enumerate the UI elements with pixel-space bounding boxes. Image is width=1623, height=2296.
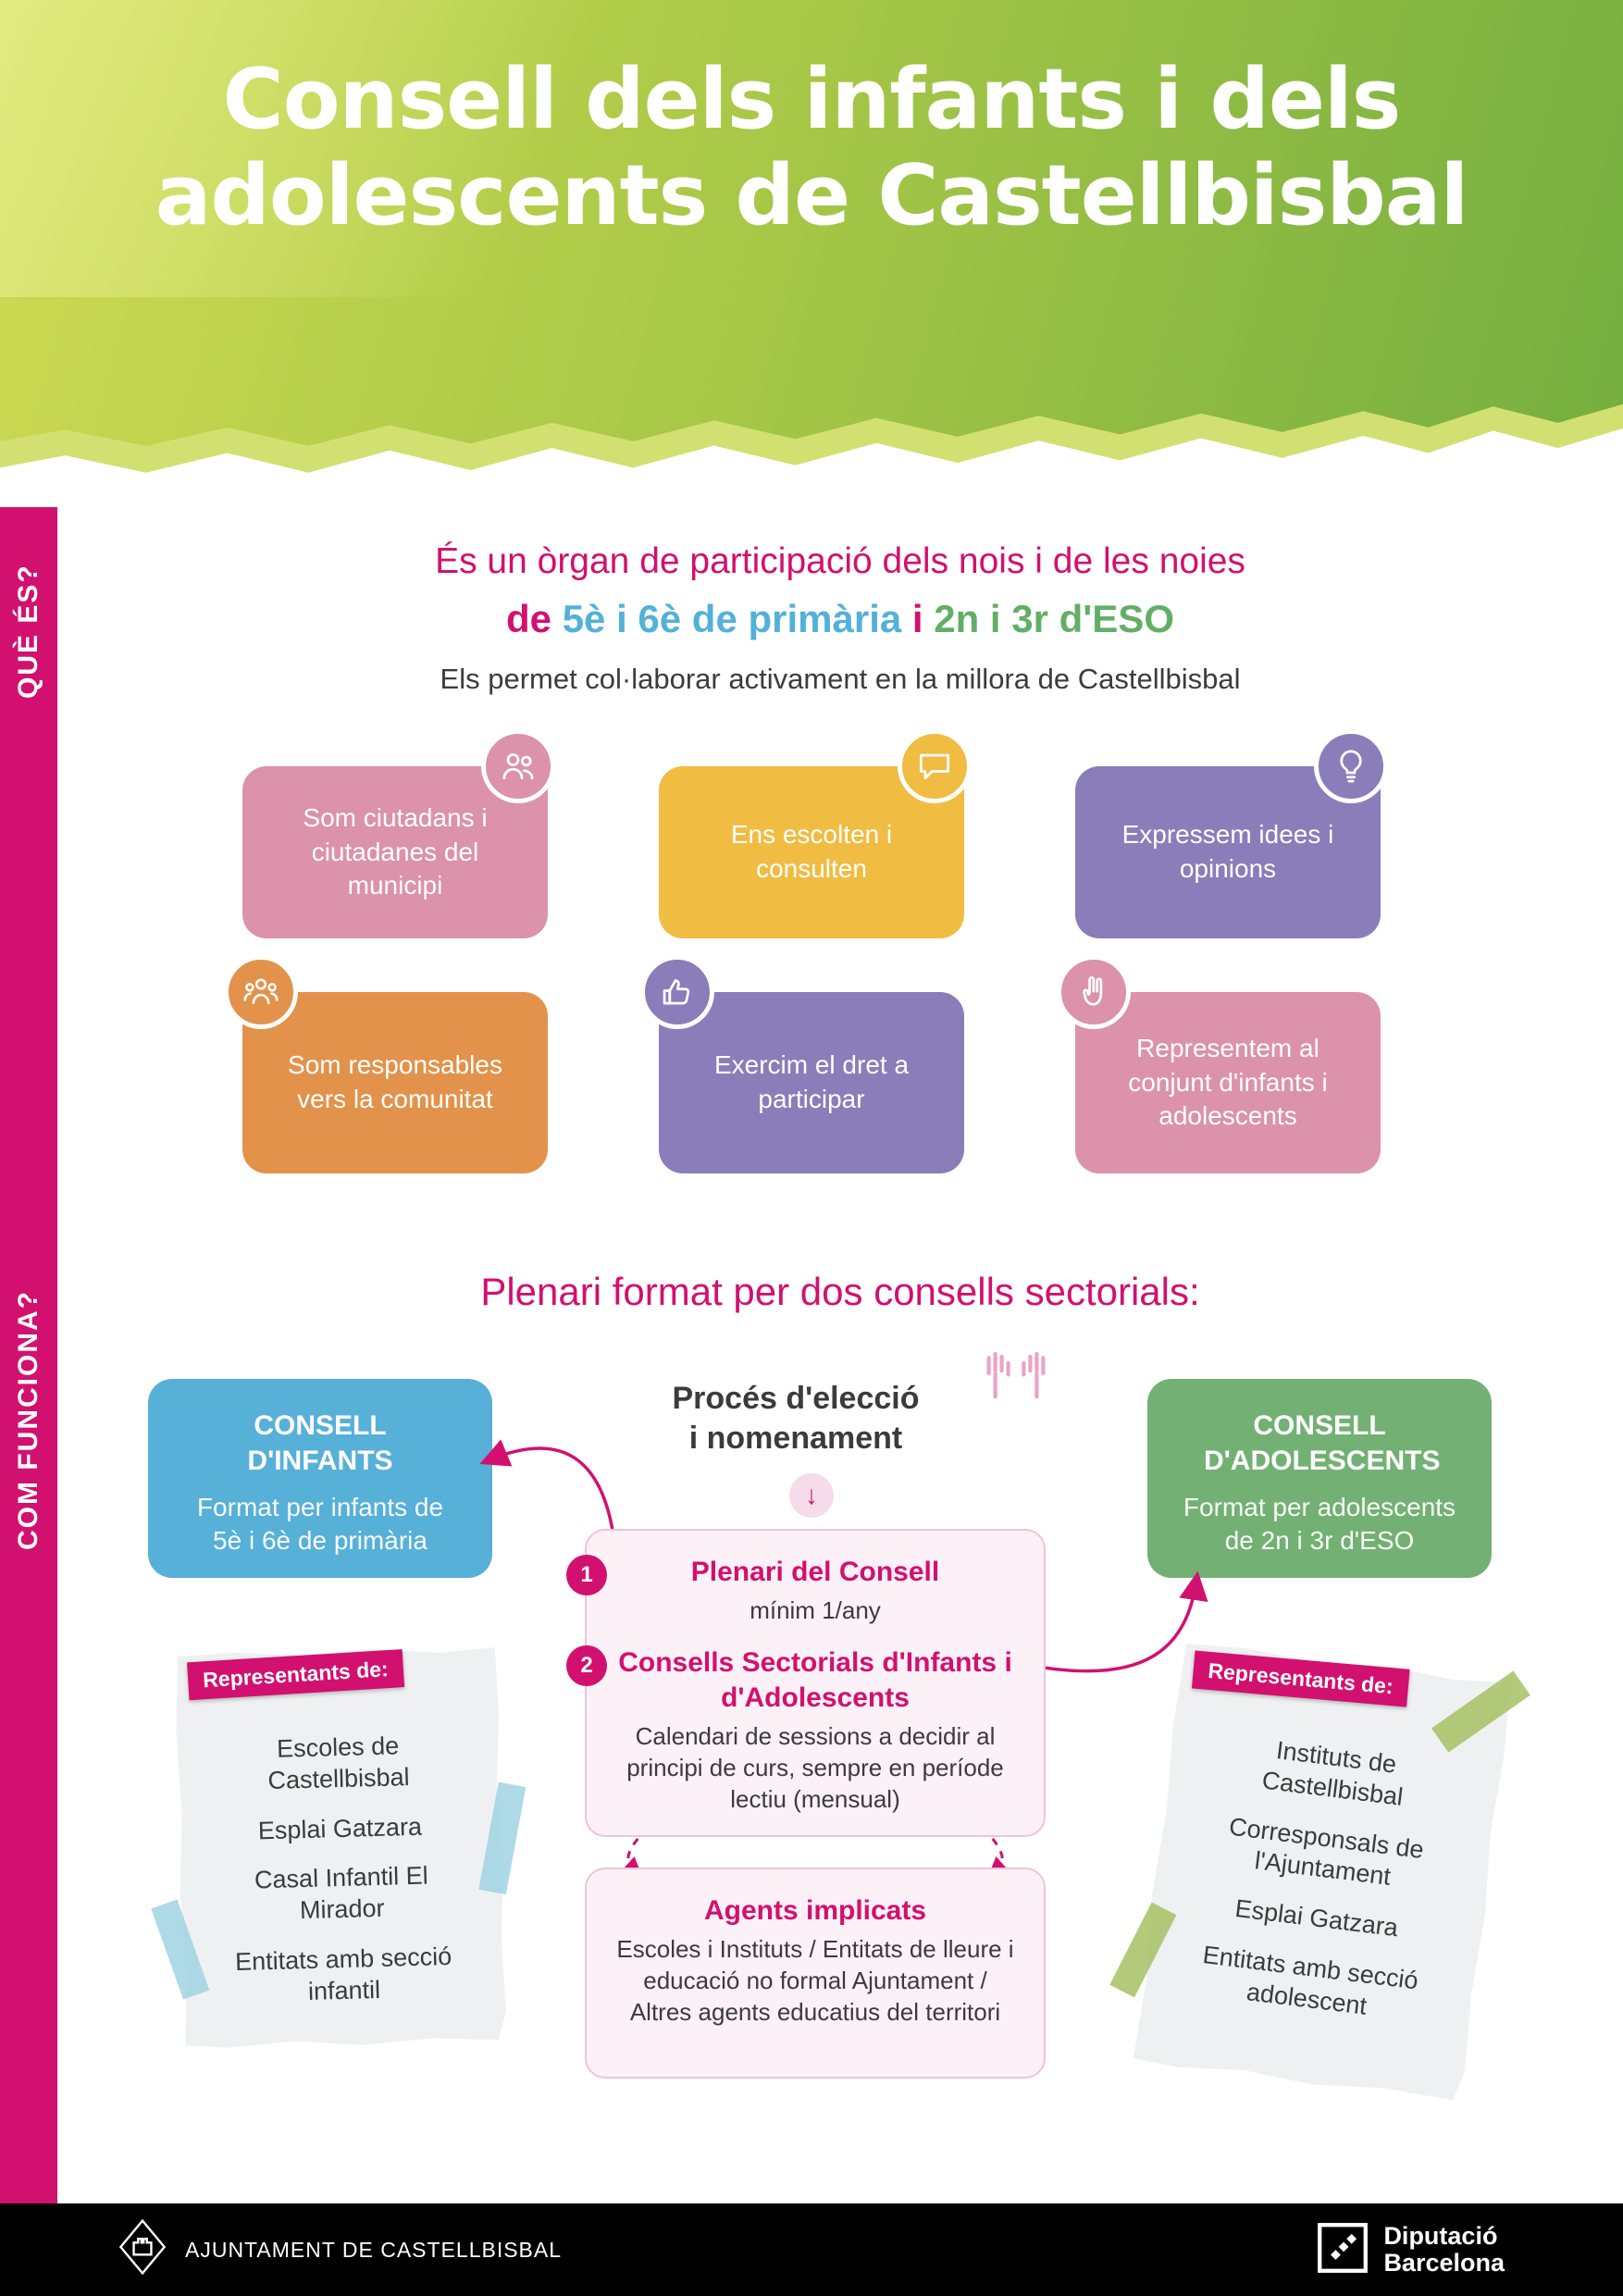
consell-adolescents-box: CONSELL D'ADOLESCENTS Format per adolesc… <box>1147 1379 1492 1578</box>
list-item: Casal Infantil El Mirador <box>254 1861 429 1925</box>
section-sidebar <box>0 507 57 2203</box>
consell-infants-title: CONSELL D'INFANTS <box>247 1410 393 1476</box>
diputacio-label: Diputació Barcelona <box>1383 2221 1505 2277</box>
poster-title-line2: adolescents de Castellbisbal <box>155 147 1469 245</box>
intro-line1: És un òrgan de participació dels nois i … <box>435 541 1245 581</box>
poster-title: Consell dels infants i dels adolescents … <box>0 51 1623 245</box>
list-item: Corresponsals de l'Ajuntament <box>1227 1811 1426 1892</box>
header-corner-highlight <box>0 0 747 298</box>
infants-representatives-note: Representants de: Escoles de Castellbisb… <box>151 1644 527 2051</box>
feature-box-label: Ens escolten i consulten <box>730 820 893 883</box>
agents-title: Agents implicats <box>703 1895 927 1926</box>
down-arrow-icon: ↓ <box>789 1473 834 1518</box>
number-badge-1: 1 <box>566 1555 607 1595</box>
list-item: Escoles de Castellbisbal <box>267 1731 410 1794</box>
consell-infants-box: CONSELL D'INFANTS Format per infants de … <box>148 1379 492 1578</box>
intro-line2: de 5è i 6è de primària i 2n i 3r d'ESO <box>57 597 1623 641</box>
representatives-list: Instituts de Castellbisbal Corresponsals… <box>1151 1724 1490 2052</box>
agents-panel: Agents implicats Escoles i Instituts / E… <box>585 1868 1046 2079</box>
victory-hand-icon <box>1057 955 1131 1029</box>
agents-body: Escoles i Instituts / Entitats de lleure… <box>616 1935 1014 2026</box>
intro-line2-connector: i <box>911 597 923 640</box>
ajuntament-logo: AJUNTAMENT DE CASTELLBISBAL <box>118 2218 562 2281</box>
feature-box-participate: Exercim el dret a participar <box>640 955 964 1173</box>
feature-box-listen: Ens escolten i consulten <box>659 729 972 938</box>
feature-box-label: Expressem idees i opinions <box>1121 820 1334 883</box>
feature-box-responsibility: Som responsables vers la comunitat <box>224 955 548 1173</box>
idea-icon <box>1314 729 1388 803</box>
plenari-item-1: 1 Plenari del Consell mínim 1/any <box>566 1555 1012 1627</box>
plenari-item-2: 2 Consells Sectorials d'Infants i d'Adol… <box>566 1644 1012 1816</box>
intro-line3: Els permet col·laborar activament en la … <box>440 663 1241 695</box>
list-item: Esplai Gatzara <box>257 1812 423 1844</box>
process-title-line2: i nomenament <box>688 1420 903 1456</box>
list-item: Esplai Gatzara <box>1233 1893 1400 1942</box>
plenari-item-1-body: mínim 1/any <box>750 1596 881 1625</box>
process-title: Procés d'elecció i nomenament <box>555 1379 1036 1458</box>
header: Consell dels infants i dels adolescents … <box>0 0 1623 446</box>
plenari-item-2-title: Consells Sectorials d'Infants i d'Adoles… <box>618 1646 1012 1713</box>
diputacio-barcelona-icon <box>1317 2222 1369 2278</box>
intro-line2-primaria: 5è i 6è de primària <box>562 597 902 640</box>
intro-line2-prefix: de <box>506 597 552 640</box>
consell-adolescents-title: CONSELL D'ADOLESCENTS <box>1204 1410 1441 1476</box>
process-title-line1: Procés d'elecció <box>672 1381 920 1416</box>
adolescents-representatives-note: Representants de: Instituts de Castellbi… <box>1109 1640 1530 2105</box>
poster-title-line1: Consell dels infants i dels <box>222 51 1402 148</box>
castellbisbal-crest-icon <box>118 2218 167 2281</box>
feature-box-represent: Representem al conjunt d'infants i adole… <box>1057 955 1381 1173</box>
footer: AJUNTAMENT DE CASTELLBISBAL Diputació Ba… <box>0 2203 1623 2296</box>
ajuntament-label: AJUNTAMENT DE CASTELLBISBAL <box>185 2237 563 2262</box>
raised-hands-icon <box>977 1347 1055 1405</box>
plenari-item-2-body: Calendari de sessions a decidir al princ… <box>626 1722 1004 1813</box>
representatives-list: Escoles de Castellbisbal Esplai Gatzara … <box>190 1729 493 2029</box>
list-item: Entitats amb secció infantil <box>234 1942 452 2005</box>
diputacio-logo: Diputació Barcelona <box>1317 2222 1505 2278</box>
speech-bubble-icon <box>898 729 972 803</box>
feature-box-label: Representem al conjunt d'infants i adole… <box>1128 1033 1328 1131</box>
feature-box-label: Som ciutadans i ciutadanes del municipi <box>303 802 488 900</box>
feature-box-ideas: Expressem idees i opinions <box>1075 729 1388 938</box>
number-badge-2: 2 <box>566 1644 607 1686</box>
citizens-icon <box>481 729 555 803</box>
consell-adolescents-body: Format per adolescents de 2n i 3r d'ESO <box>1183 1493 1456 1556</box>
diputacio-label-line1: Diputació <box>1383 2221 1498 2250</box>
plenari-item-1-title: Plenari del Consell <box>690 1557 940 1587</box>
feature-box-label: Som responsables vers la comunitat <box>288 1050 502 1113</box>
plenari-panel: 1 Plenari del Consell mínim 1/any 2 Cons… <box>566 1529 1046 1838</box>
feature-box-citizens: Som ciutadans i ciutadanes del municipi <box>242 729 555 938</box>
intro-line2-eso: 2n i 3r d'ESO <box>934 597 1174 640</box>
list-item: Entitats amb secció adolescent <box>1201 1940 1420 2020</box>
sidebar-label-que-es: QUÈ ÉS? <box>13 564 43 699</box>
how-it-works-heading: Plenari format per dos consells sectoria… <box>480 1270 1200 1313</box>
community-icon <box>224 955 298 1029</box>
diputacio-label-line2: Barcelona <box>1383 2249 1505 2277</box>
sidebar-label-com-funciona: COM FUNCIONA? <box>13 1290 43 1551</box>
feature-box-label: Exercim el dret a participar <box>713 1050 910 1113</box>
consell-infants-body: Format per infants de 5è i 6è de primàri… <box>196 1493 444 1556</box>
thumbs-up-icon <box>640 955 714 1029</box>
